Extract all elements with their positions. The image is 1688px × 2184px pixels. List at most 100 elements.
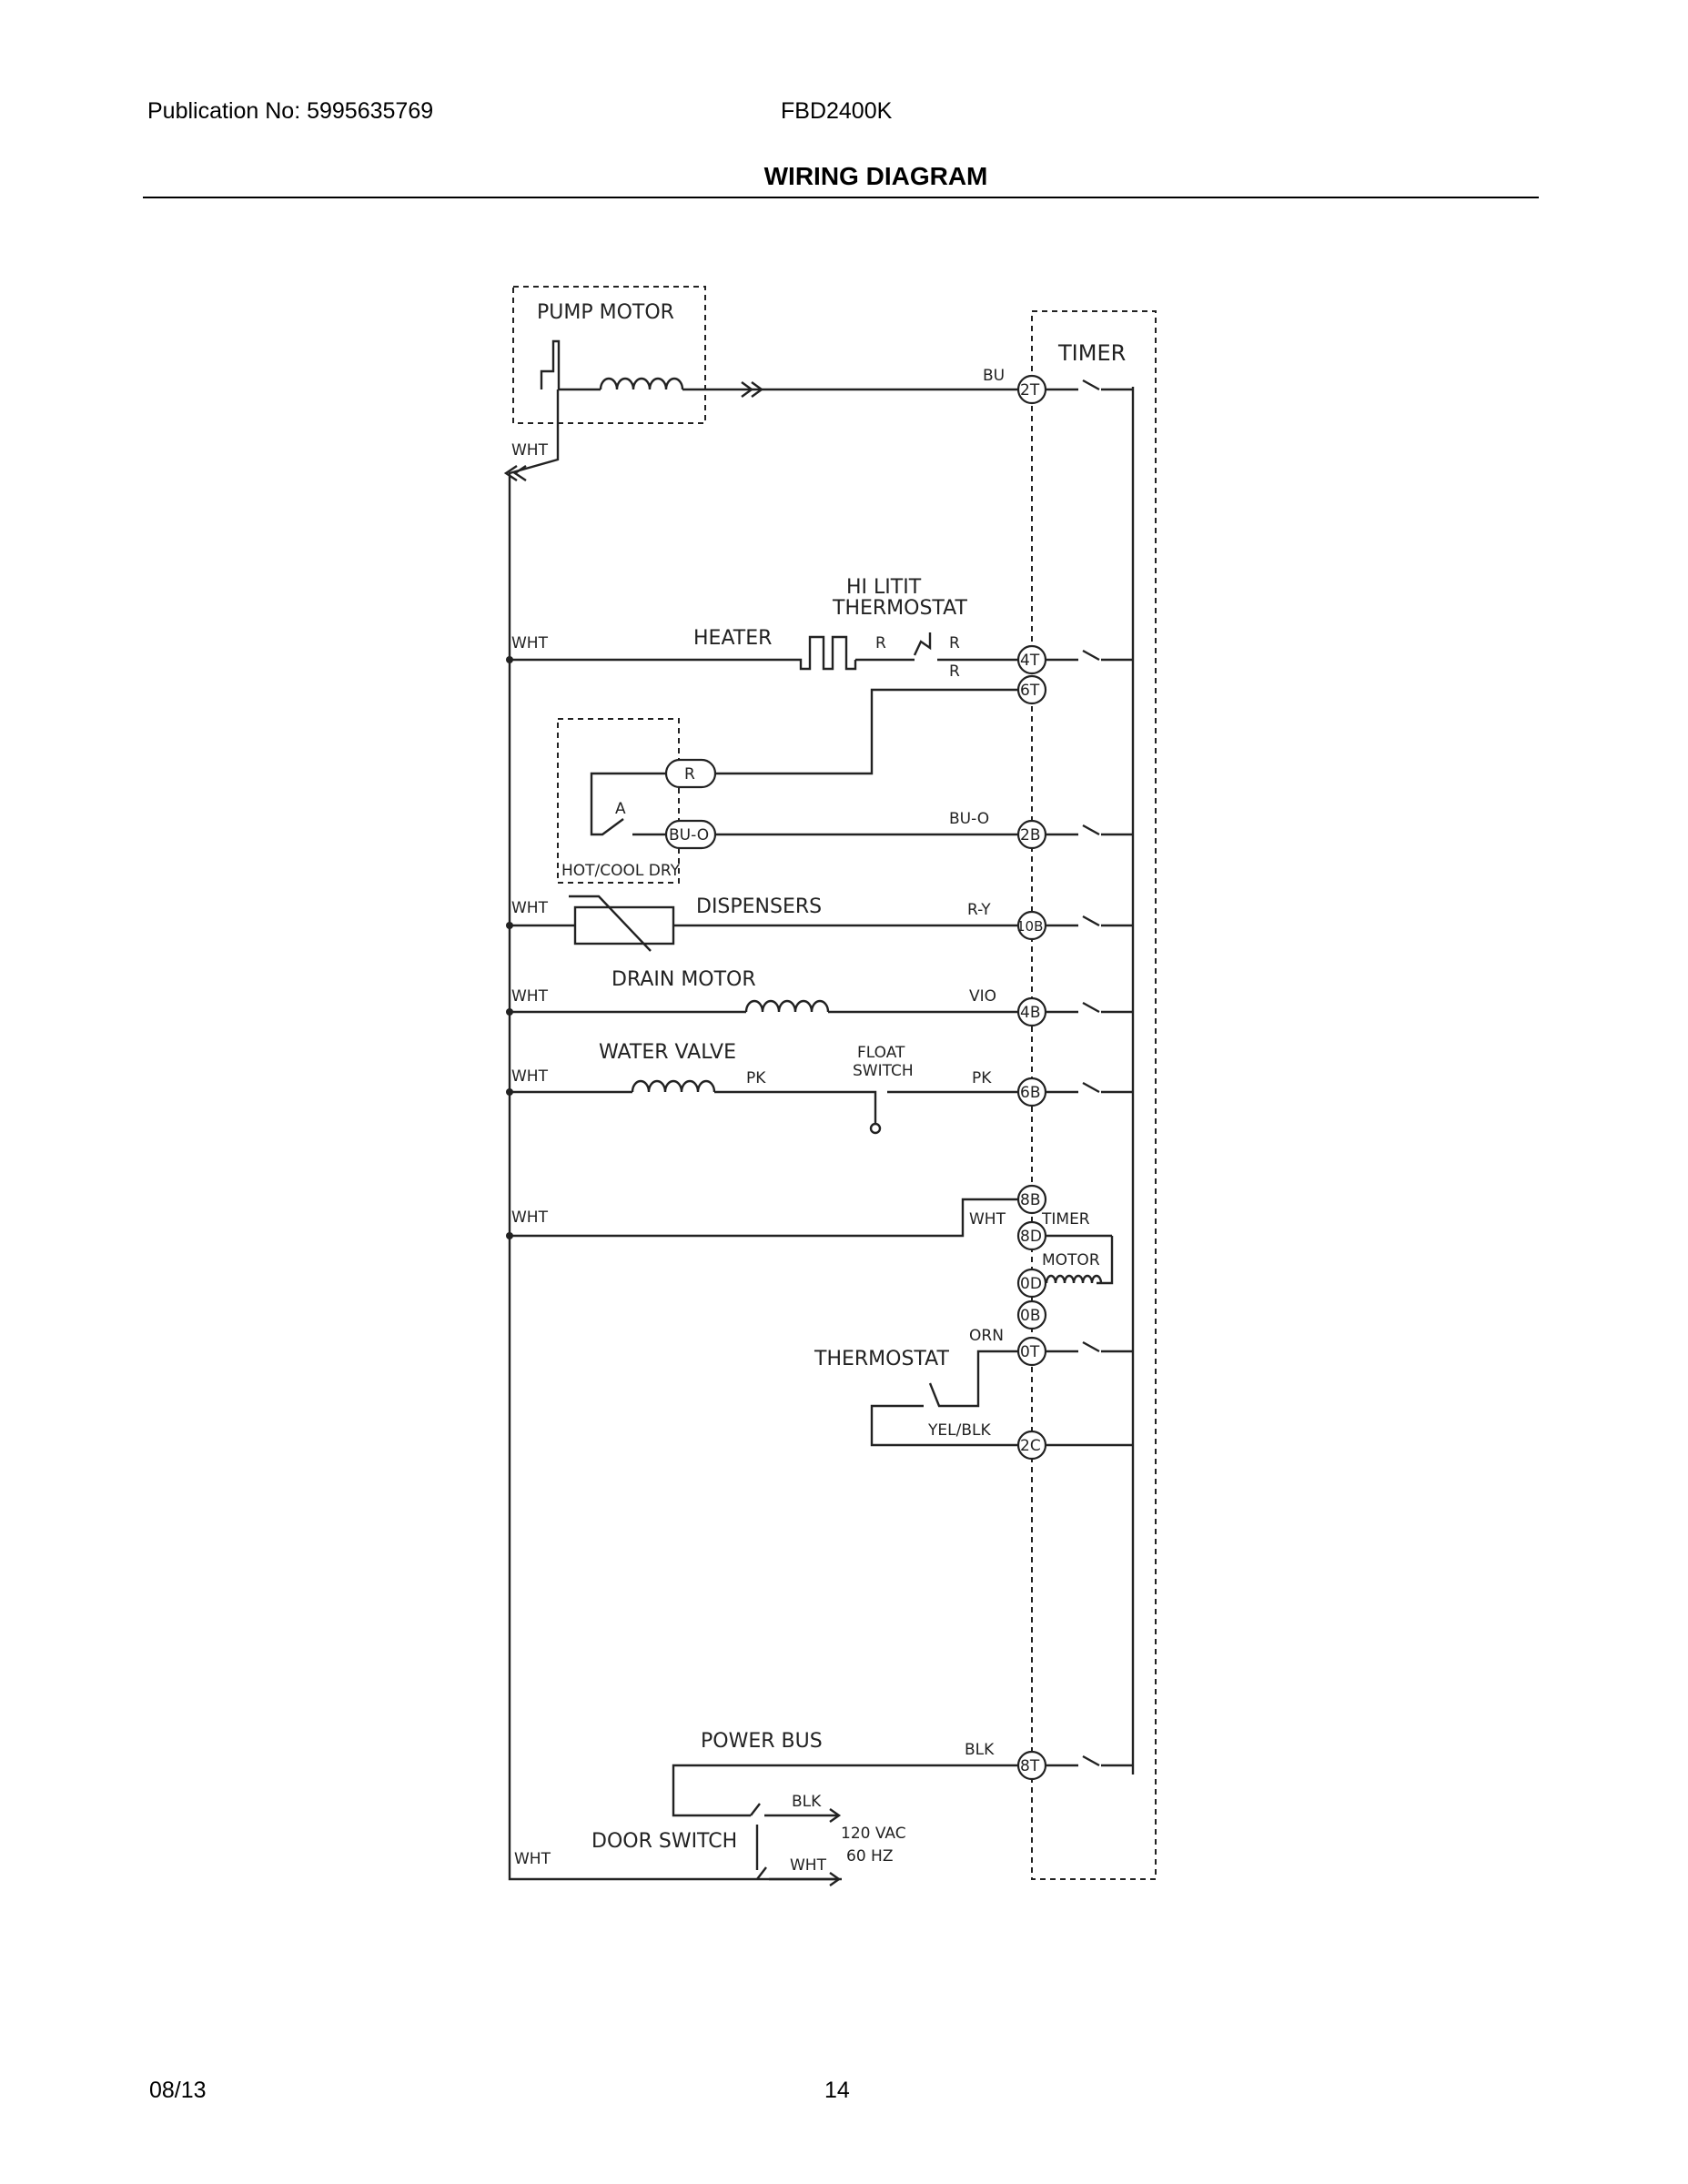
- terminal-8b: 8B: [1020, 1191, 1040, 1209]
- page-title: WIRING DIAGRAM: [763, 162, 988, 190]
- power-bus-label: POWER BUS: [701, 1730, 823, 1753]
- dispensers-icon: [573, 905, 675, 945]
- drain-motor-coil: [744, 999, 830, 1013]
- wire-label-r-3: R: [949, 662, 960, 681]
- door-switch-bottom-icon: [756, 1866, 837, 1881]
- float-switch-label-1: FLOAT: [857, 1044, 905, 1062]
- float-switch-pivot: [869, 1122, 882, 1135]
- wire-label-wht-door: WHT: [514, 1850, 551, 1868]
- heater-icon: [793, 635, 857, 671]
- thermostat-label: THERMOSTAT: [814, 1348, 950, 1370]
- timer-motor-neutral: [510, 1198, 1019, 1238]
- supply-arrow-hot: [829, 1808, 842, 1823]
- terminal-0d: 0D: [1020, 1275, 1042, 1293]
- wire-label-orn: ORN: [969, 1327, 1004, 1345]
- door-switch-top-icon: [750, 1803, 837, 1817]
- contact-0t: [1046, 1340, 1133, 1353]
- terminal-2t: 2T: [1020, 381, 1040, 399]
- thermostat-icon: [870, 1382, 1019, 1447]
- junction-timer: [506, 1232, 513, 1239]
- pump-motor-box: [512, 286, 706, 424]
- water-valve-coil: [631, 1079, 716, 1093]
- door-switch-label: DOOR SWITCH: [591, 1830, 737, 1853]
- timer-motor-label-1: TIMER: [1041, 1210, 1090, 1228]
- wire-label-yel-blk: YEL/BLK: [927, 1421, 991, 1440]
- hi-limit-thermostat-icon: [905, 632, 932, 662]
- water-valve-label: WATER VALVE: [599, 1041, 736, 1064]
- terminal-0b-ring: [1016, 1299, 1047, 1330]
- wire-label-pk-1: PK: [746, 1069, 766, 1087]
- terminal-4b: 4B: [1020, 1004, 1040, 1022]
- power-bus-wire: [672, 1764, 1019, 1817]
- contact-2b: [1046, 824, 1133, 836]
- terminal-8t: 8T: [1020, 1757, 1040, 1775]
- wire-orn: [951, 1350, 1019, 1408]
- timer-contacts: [1046, 379, 1133, 1767]
- junction-dots: [506, 656, 513, 1239]
- junction-valve: [506, 1088, 513, 1096]
- wire-label-wht-valve: WHT: [511, 1067, 549, 1086]
- supply-label-2: 60 HZ: [846, 1847, 893, 1866]
- terminal-0d-ring: [1016, 1268, 1047, 1299]
- hi-limit-label-2: THERMOSTAT: [832, 597, 968, 620]
- switch-label-a: A: [615, 800, 626, 818]
- wire-label-r-1: R: [875, 634, 886, 652]
- junction-heater: [506, 656, 513, 663]
- timer-motor-coil: [1045, 1274, 1103, 1284]
- wire-label-pk-2: PK: [972, 1069, 992, 1087]
- wire-label-wht-heater: WHT: [511, 634, 549, 652]
- contact-4t: [1046, 649, 1133, 662]
- pump-motor-coil: [599, 377, 684, 390]
- wire-label-wht-disp: WHT: [511, 899, 549, 917]
- terminal-8d: 8D: [1020, 1228, 1042, 1246]
- terminal-group: 2T 4T 6T 2B 10B 4B 6B 8B 8D 0D 0B 0T 2C …: [1016, 374, 1047, 1781]
- contact-6b: [1046, 1081, 1133, 1094]
- pump-overload-icon: [540, 339, 561, 389]
- pump-connector-icon: [503, 465, 527, 481]
- terminal-8b-ring: [1016, 1184, 1047, 1215]
- terminal-0t: 0T: [1020, 1343, 1040, 1361]
- supply-arrow-neutral: [829, 1872, 842, 1886]
- junction-drain: [506, 1008, 513, 1016]
- contact-10b: [1046, 915, 1133, 927]
- hc-terminal-buo: BU-O: [669, 826, 709, 844]
- drain-motor-pointer: [569, 895, 652, 952]
- hc-terminal-r: R: [684, 765, 695, 784]
- timer-box: [1031, 310, 1157, 1880]
- wire-label-bu: BU: [983, 367, 1005, 385]
- timer-motor-label-2: MOTOR: [1042, 1251, 1100, 1269]
- wire-label-r-2: R: [949, 634, 960, 652]
- header-rule: [143, 197, 1539, 198]
- float-switch-label-2: SWITCH: [853, 1062, 914, 1080]
- contact-8t: [1046, 1754, 1133, 1767]
- wire-label-blk-8t: BLK: [965, 1741, 995, 1759]
- terminal-8d-ring: [1016, 1220, 1047, 1251]
- wire-label-r-y: R-Y: [967, 901, 991, 919]
- connector-icon: [741, 381, 764, 398]
- supply-label-1: 120 VAC: [841, 1825, 906, 1843]
- terminal-6t-ring: [1016, 674, 1047, 705]
- hot-cool-dry-label: HOT/COOL DRY: [561, 862, 681, 880]
- terminal-2b: 2B: [1020, 826, 1040, 844]
- terminal-10b: 10B: [1016, 918, 1043, 935]
- wire-label-wht-drain: WHT: [511, 987, 549, 1006]
- hot-cool-switch-icon: [590, 772, 666, 836]
- wire-label-wht-8d: WHT: [969, 1210, 1006, 1228]
- pump-motor-label: PUMP MOTOR: [537, 301, 674, 324]
- terminal-0b: 0B: [1020, 1307, 1040, 1325]
- neutral-bus: [508, 389, 842, 1881]
- terminal-6t: 6T: [1020, 682, 1040, 700]
- float-switch-icon: [851, 1090, 877, 1124]
- footer-date: 08/13: [149, 2078, 207, 2103]
- model-number: FBD2400K: [781, 98, 893, 124]
- contact-4b: [1046, 1001, 1133, 1014]
- terminal-6b: 6B: [1020, 1084, 1040, 1102]
- wire-label-bu-o: BU-O: [949, 810, 989, 828]
- wire-label-wht-pump: WHT: [511, 441, 549, 460]
- wire-label-wht-timer: WHT: [511, 1208, 549, 1227]
- wire-label-vio: VIO: [969, 987, 996, 1006]
- hot-cool-dry-box: [557, 718, 680, 884]
- wire-label-wht-supply: WHT: [790, 1856, 827, 1875]
- terminal-4t: 4T: [1020, 652, 1040, 670]
